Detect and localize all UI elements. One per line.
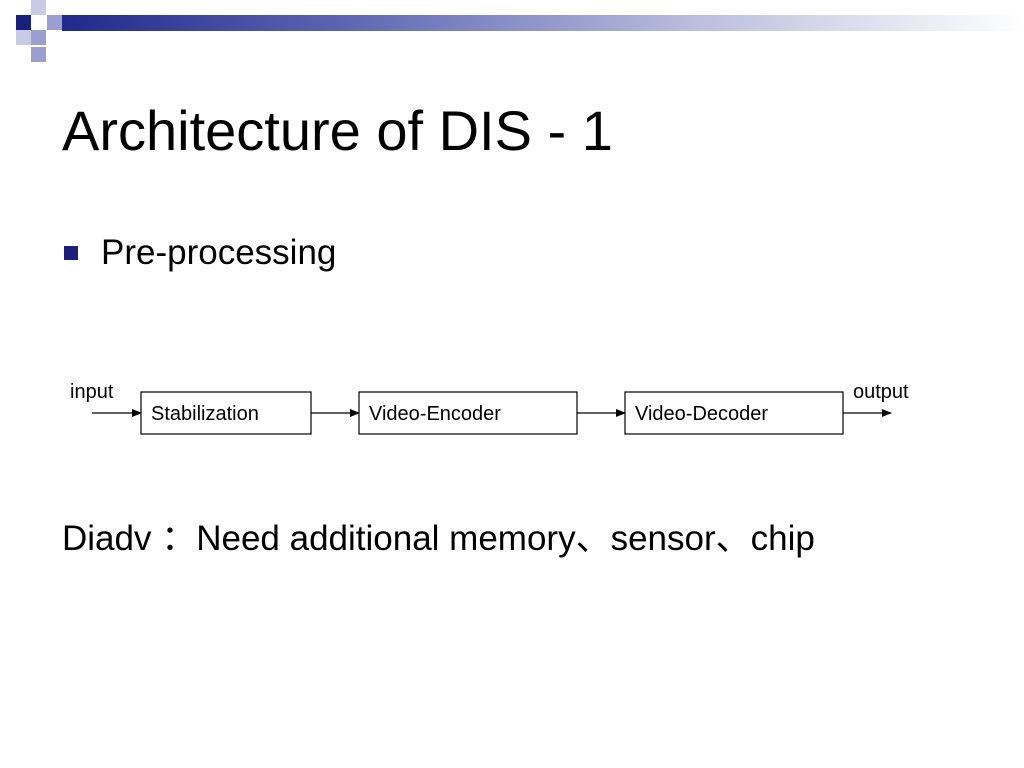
bullet-item: Pre-processing xyxy=(64,232,336,274)
header-gradient-band xyxy=(62,15,1024,31)
output-label: output xyxy=(853,381,909,403)
disadvantage-text: Diadv ：Need additional memory、sensor、chi… xyxy=(62,519,815,558)
video-decoder-block-label: Video-Decoder xyxy=(635,403,768,425)
video-decoder-block xyxy=(624,391,844,435)
decor-square xyxy=(31,30,46,45)
decor-square xyxy=(31,47,46,62)
video-encoder-block-label: Video-Encoder xyxy=(369,403,501,425)
input-label: input xyxy=(70,381,114,403)
stabilization-block-label: Stabilization xyxy=(151,403,259,425)
slide-header-decoration xyxy=(0,0,1024,64)
bullet-square-icon xyxy=(64,246,78,260)
decor-square xyxy=(47,15,62,30)
bullet-text: Pre-processing xyxy=(101,233,337,272)
decor-square xyxy=(16,30,31,45)
video-encoder-block xyxy=(358,391,578,435)
decor-square xyxy=(16,15,31,30)
slide-title: Architecture of DIS - 1 xyxy=(62,99,613,162)
decor-square xyxy=(47,0,62,15)
stabilization-block xyxy=(140,391,312,435)
decor-square xyxy=(31,0,46,15)
